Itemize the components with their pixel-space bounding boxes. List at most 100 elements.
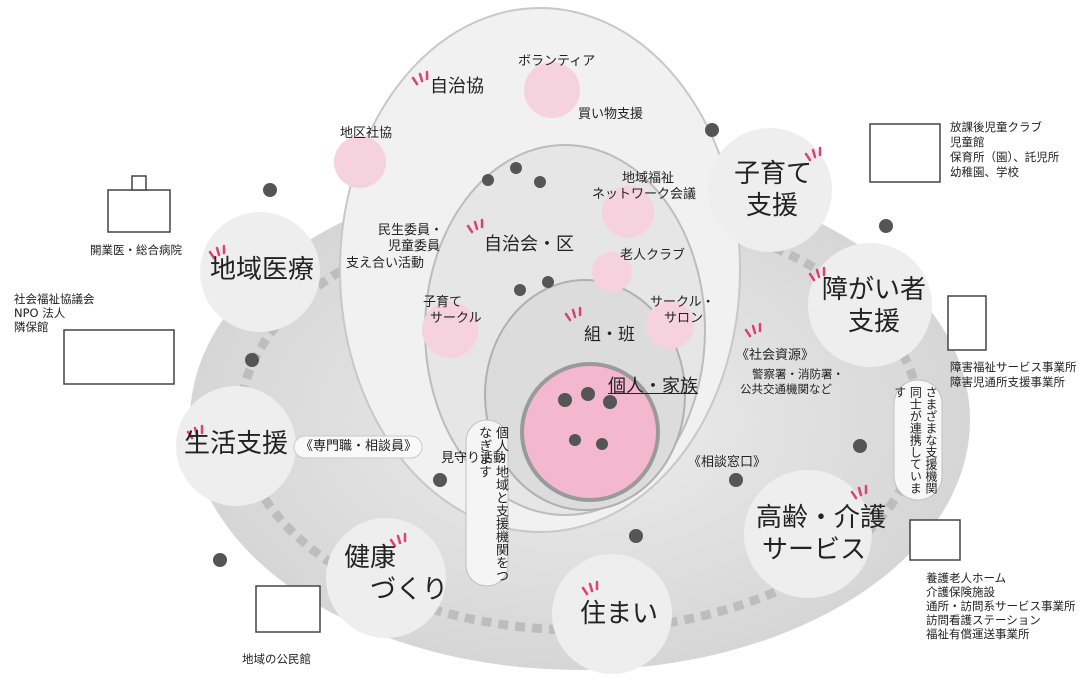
person-icon (558, 393, 572, 407)
kosodate-note-line4: 幼稚園、学校 (950, 165, 1019, 179)
shakyo-note-line2: NPO 法人 (14, 306, 66, 320)
kumi-label: 組・班 (584, 325, 635, 345)
person-icon (510, 162, 522, 174)
person-icon (534, 176, 546, 188)
iryo-label: 地域医療 (210, 255, 315, 285)
person-icon (729, 473, 743, 487)
shakai-shigen-detail-line1: 警察署・消防署・ (752, 367, 844, 381)
shakai-shigen-label: 《社会資源》 (736, 348, 815, 363)
kourei-note-line2: 介護保険施設 (926, 585, 995, 599)
person-icon (603, 395, 617, 409)
kosodate-circle-bubble (422, 302, 478, 358)
person-icon (482, 174, 494, 186)
shogai-label-line2: 支援 (848, 307, 901, 337)
shogai-label-line1: 障がい者 (822, 275, 927, 305)
person-icon (581, 387, 595, 401)
network-label-line1: 地域福祉 (622, 171, 675, 186)
roujin-bubble (592, 252, 632, 292)
kominkan-note: 地域の公民館 (242, 652, 311, 666)
shogai-note-line1: 障害福祉サービス事業所 (950, 360, 1077, 374)
shakyo-note-line1: 社会福祉協議会 (14, 292, 95, 306)
jichikai-label: 自治会・区 (484, 234, 574, 255)
school-building-icon (869, 123, 941, 183)
senmon-pill (293, 435, 423, 459)
person-icon (542, 276, 554, 288)
building-illustrations (63, 123, 987, 633)
chiku-shakyo-bubble (334, 136, 386, 188)
kourei-label-line2: サービス (762, 535, 867, 565)
sasaeai-label: 支え合い活動 (346, 256, 425, 271)
shogai-note-line2: 障害児通所支援事業所 (950, 375, 1065, 389)
seikatsu-label: 生活支援 (184, 429, 289, 459)
chiku-shakyo-label: 地区社協 (340, 126, 393, 141)
renkei-text: さまざまな支援機関同士が連携しています (892, 386, 938, 494)
accent-marks (186, 70, 868, 596)
person-icon (705, 123, 719, 137)
volunteer-bubble (524, 62, 580, 118)
kenko-circle (326, 518, 446, 638)
sumai-circle (552, 554, 672, 674)
kourei-note-line5: 福祉有償運送事業所 (926, 627, 1030, 641)
kosodate-label-line1: 子育て (734, 159, 813, 189)
mimamori-label: 見守り活動 (441, 451, 507, 466)
shopping-label: 買い物支援 (578, 107, 644, 122)
hospital-building-icon (107, 189, 171, 233)
person-icon (879, 219, 893, 233)
kosodate-note-line2: 児童館 (950, 135, 985, 149)
kourei-note-line4: 訪問看護ステーション (926, 613, 1041, 627)
renkei-pill (893, 379, 943, 501)
care-home-icon (909, 519, 961, 561)
center-label: 個人・家族 (608, 376, 698, 397)
seikatsu-circle (176, 386, 296, 506)
soudan-label: 《相談窓口》 (688, 455, 767, 470)
community-center-building-icon (63, 329, 175, 385)
kenko-label-line1: 健康 (344, 543, 397, 573)
network-bubble (602, 186, 654, 238)
shogai-circle (808, 243, 932, 367)
salon-label-line2: サロン (664, 311, 704, 326)
hospital-cross-icon (131, 175, 147, 191)
kosodate-circle (708, 128, 832, 252)
person-icon (596, 438, 608, 450)
kosodate-circle-label-line1: 子育て (423, 295, 463, 310)
salon-label-line1: サークル・ (650, 295, 715, 310)
tsunagi-text: 個人・地域と支援機関をつなぎます (476, 426, 508, 582)
shakai-shigen-detail-line2: 公共交通機関など (740, 382, 832, 396)
person-icon (433, 473, 447, 487)
senmon-label: 《専門職・相談員》 (300, 439, 418, 454)
minsei-label-line1: 民生委員・ (378, 223, 444, 238)
kosodate-note-line1: 放課後児童クラブ (950, 120, 1042, 134)
person-icon (245, 353, 259, 367)
tsunagi-pill (465, 419, 509, 587)
jichikyo-label: 自治協 (430, 76, 484, 97)
salon-bubble (646, 301, 694, 349)
minsei-label-line2: 児童委員 (388, 239, 441, 254)
person-icon (514, 284, 526, 296)
network-label-line2: ネットワーク会議 (592, 187, 697, 202)
kosodate-circle-label-line2: サークル (430, 311, 482, 326)
people-figures (213, 123, 893, 567)
kosodate-label-line2: 支援 (746, 191, 799, 221)
facility-house-icon (947, 295, 987, 351)
person-icon (569, 434, 581, 446)
kourei-note-line3: 通所・訪問系サービス事業所 (926, 599, 1076, 613)
roujin-label: 老人クラブ (620, 248, 686, 263)
kominkan-building-icon (255, 585, 321, 633)
person-icon (213, 553, 227, 567)
iryo-note: 開業医・総合病院 (90, 243, 182, 257)
person-icon (629, 529, 643, 543)
sumai-label: 住まい (580, 599, 659, 629)
iryo-circle (200, 212, 320, 332)
person-icon (263, 183, 277, 197)
kourei-note-line1: 養護老人ホーム (926, 571, 1007, 585)
kosodate-note-line3: 保育所（園）、託児所 (950, 150, 1060, 164)
kourei-circle (744, 470, 872, 598)
kenko-label-line2: づくり (370, 575, 449, 605)
kourei-label-line1: 高齢・介護 (756, 503, 887, 533)
volunteer-label: ボランティア (518, 54, 596, 69)
shakyo-note-line3: 隣保館 (14, 320, 49, 334)
center-circle (520, 362, 660, 502)
person-icon (853, 439, 867, 453)
